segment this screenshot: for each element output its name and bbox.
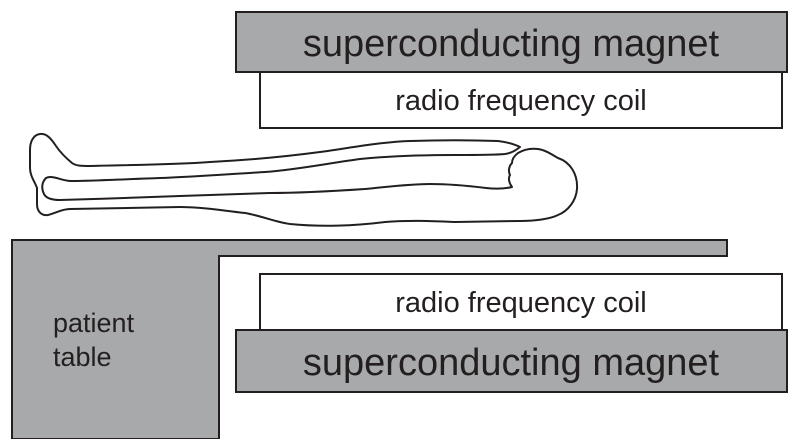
coil-top-label: radio frequency coil [395, 85, 646, 117]
magnet-bottom-label: superconducting magnet [303, 342, 720, 384]
magnet-top-label: superconducting magnet [303, 23, 720, 65]
patient-table-label-line2: table [53, 342, 112, 372]
coil-bottom: radio frequency coil [259, 273, 783, 331]
patient-table-label-line1: patient [53, 308, 135, 338]
coil-bottom-label: radio frequency coil [395, 287, 646, 319]
patient-silhouette [29, 132, 579, 227]
patient-table: patient table [11, 239, 728, 439]
coil-top-box [259, 71, 783, 129]
magnet-bottom-box [235, 329, 788, 393]
magnet-bottom: superconducting magnet [235, 329, 788, 393]
coil-top: radio frequency coil [259, 71, 783, 129]
magnet-top: superconducting magnet [235, 11, 788, 73]
patient-table-shape [11, 239, 728, 439]
magnet-top-box [235, 11, 788, 73]
